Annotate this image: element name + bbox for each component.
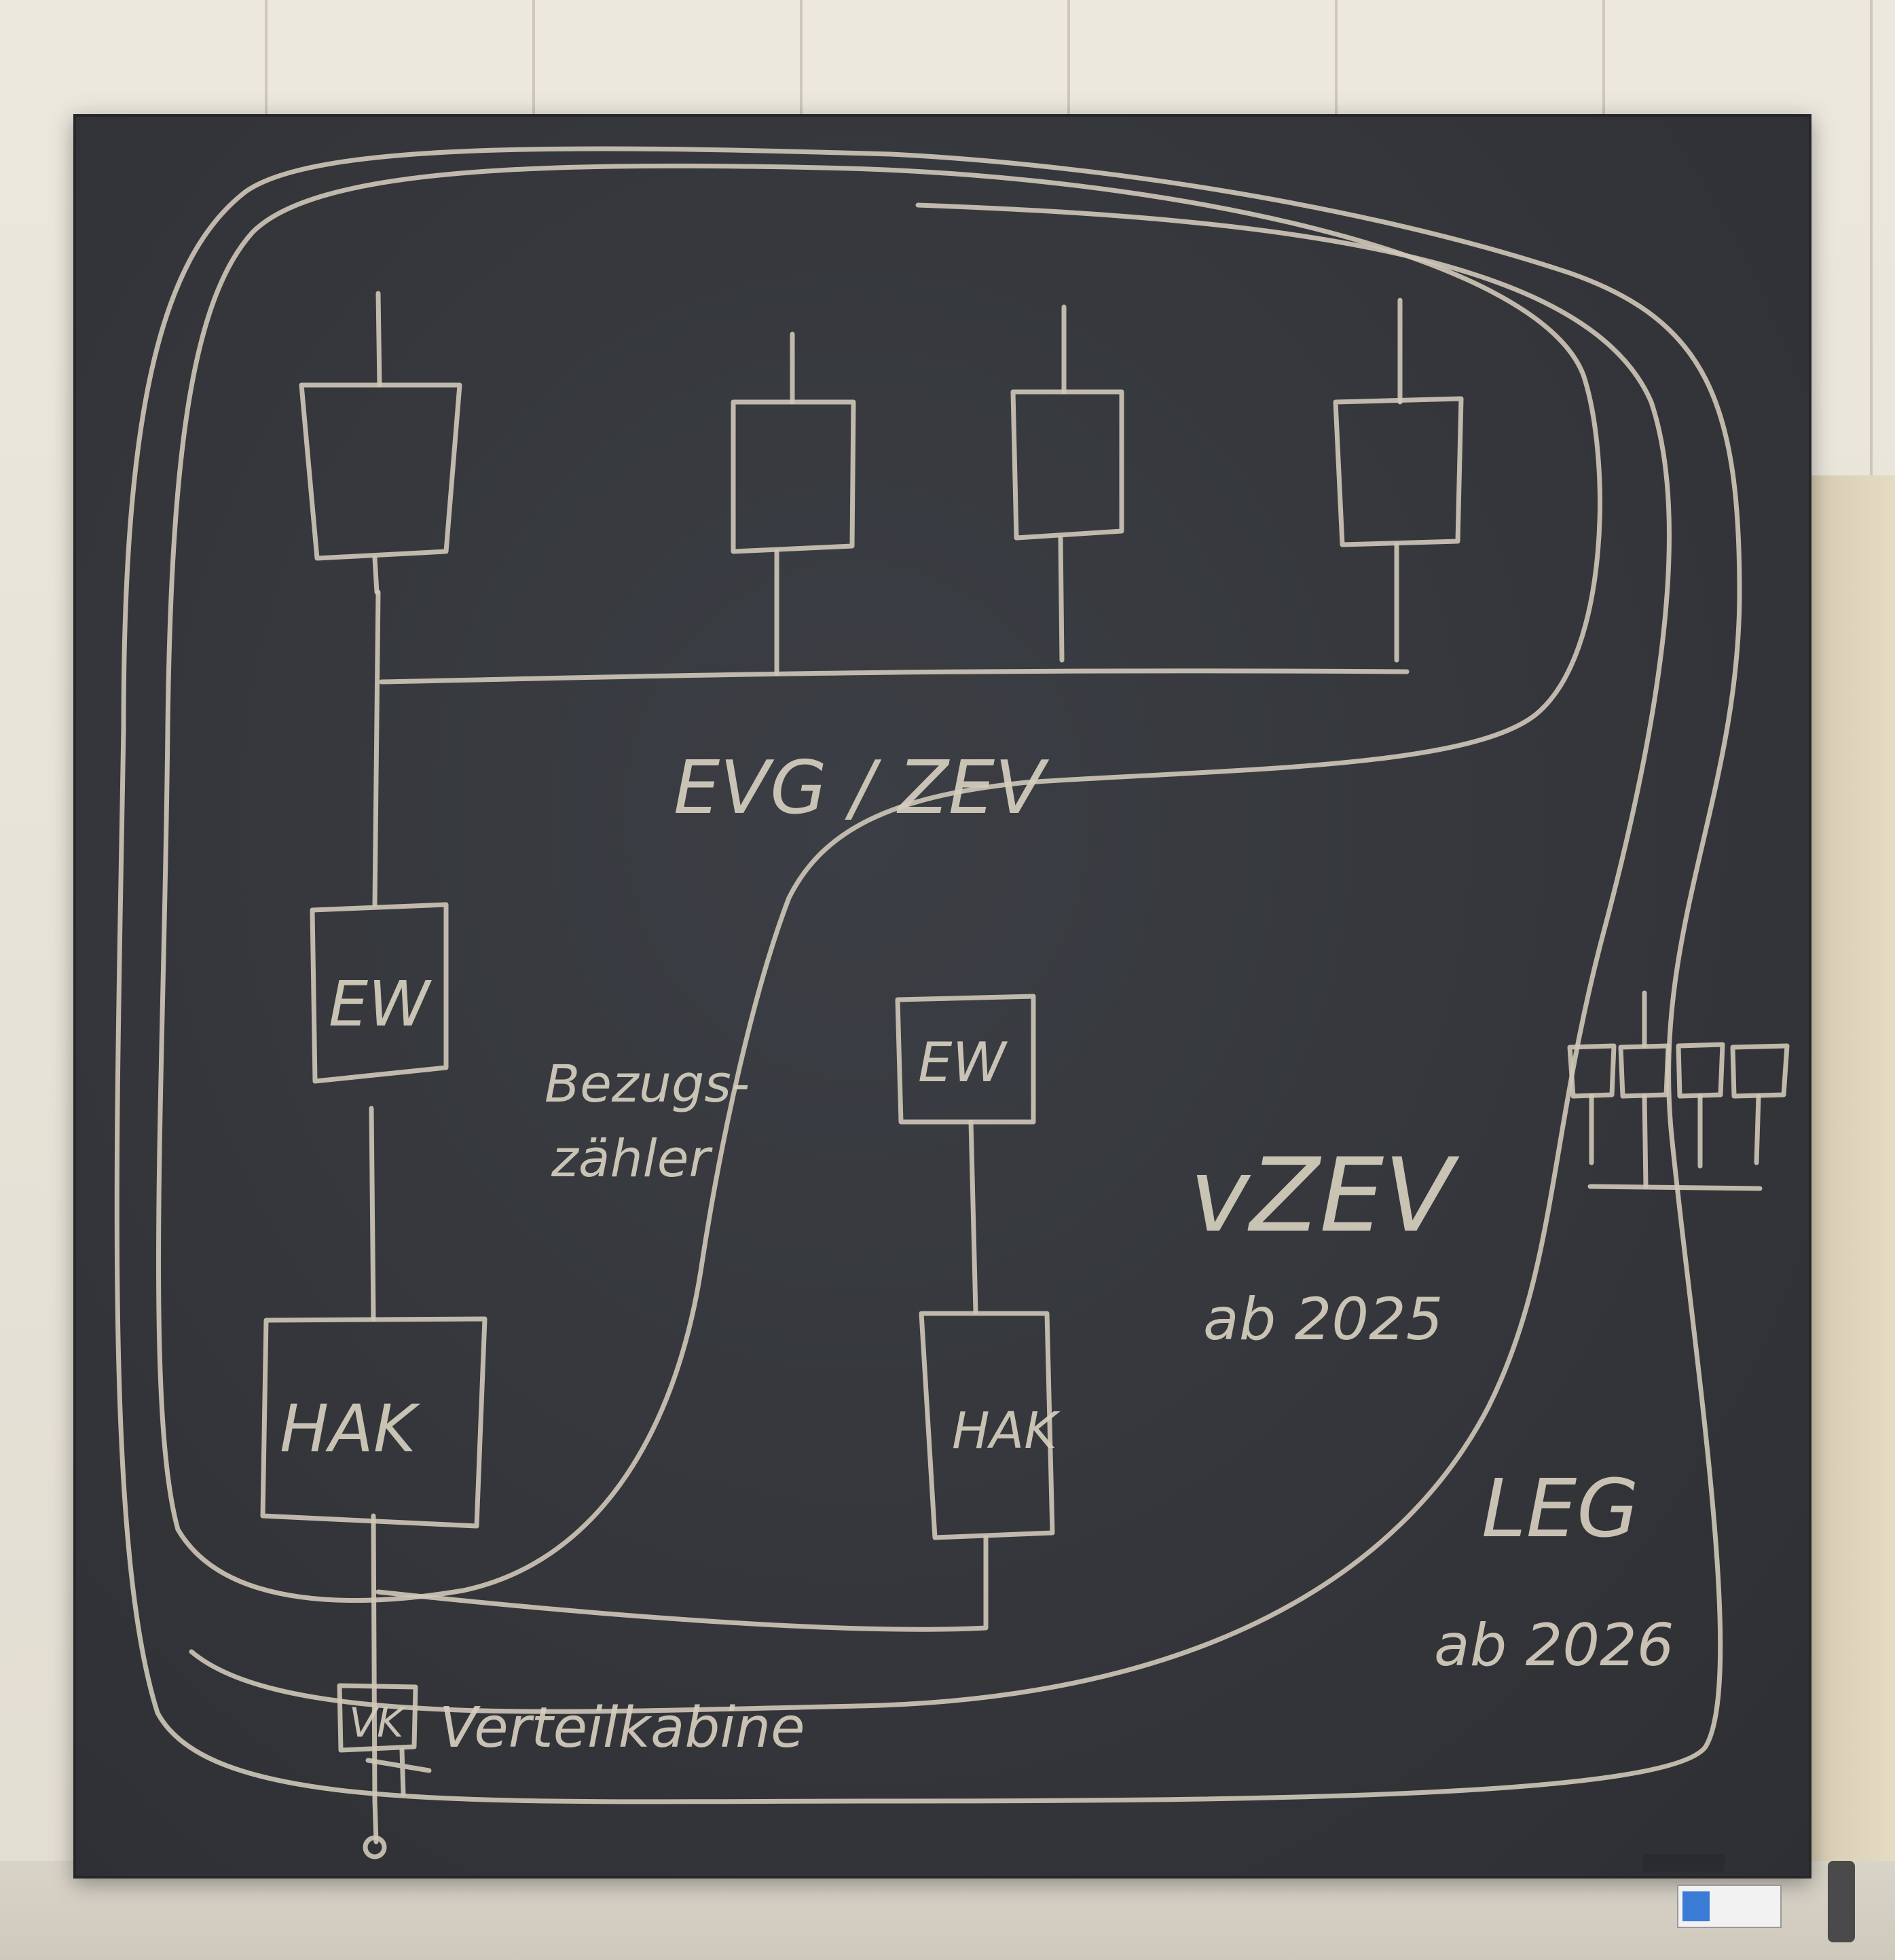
small-meter-2: [1618, 1043, 1671, 1099]
label-vzev: vZEV: [1190, 1137, 1460, 1255]
label-verteilkabine: Verteilkabine: [439, 1696, 805, 1760]
door-handle: [1828, 1861, 1855, 1942]
vzev-boundary: [189, 202, 1672, 1714]
label-bezugszaehler-line1: Bezugs-: [545, 1053, 750, 1114]
ground-symbol: [363, 1835, 387, 1859]
door-frame: [1801, 475, 1895, 1960]
meter-box-3: [1010, 389, 1124, 541]
sticker-logo: [1682, 1891, 1710, 1921]
evg-zev-boundary: [156, 163, 1602, 1603]
hak-connection-line: [375, 1535, 989, 1632]
label-vzev-since: ab 2025: [1203, 1286, 1443, 1354]
meter-box-ew-left: [310, 902, 449, 1084]
meter-box-4: [1333, 396, 1464, 547]
hak-box-left: [260, 1316, 487, 1529]
small-meter-stubs: [1589, 990, 1761, 1189]
vk-cross: [365, 1747, 432, 1797]
small-meter-3: [1676, 1042, 1725, 1099]
chalkboard: EVG / ZEV EW EW HAK HAK Bezugs- zähler V…: [73, 114, 1811, 1879]
evg-bus-line: [379, 668, 1410, 685]
meter-box-1: [299, 382, 462, 561]
label-vk: VK: [349, 1699, 407, 1747]
meter-2-stub: [774, 331, 795, 676]
small-meter-4: [1730, 1043, 1790, 1099]
leg-boundary: [114, 146, 1742, 1804]
meter-box-2: [731, 399, 856, 554]
label-ew-right: EW: [918, 1031, 1008, 1094]
label-hak-right: HAK: [952, 1402, 1061, 1460]
label-bezugszaehler-line2: zähler: [551, 1128, 714, 1188]
label-ew-left: EW: [329, 968, 432, 1040]
small-meter-bus: [1587, 1184, 1763, 1191]
hak-box-right: [919, 1311, 1055, 1540]
label-evg-zev: EVG / ZEV: [674, 746, 1050, 831]
label-leg-since: ab 2026: [1434, 1612, 1674, 1680]
meter-3-stub: [1058, 304, 1067, 663]
meter-1-stub: [372, 291, 382, 595]
small-meter-1: [1567, 1043, 1617, 1099]
label-leg: LEG: [1482, 1462, 1639, 1555]
vk-box: [337, 1683, 418, 1753]
meter-box-ew-right: [895, 994, 1036, 1125]
left-trunk-line: [369, 589, 381, 1845]
chalk-tray: [1643, 1854, 1725, 1872]
meter-4-stub: [1394, 297, 1403, 663]
wall-sticker: [1677, 1885, 1782, 1928]
ew-right-stub: [968, 1119, 978, 1315]
label-hak-left: HAK: [280, 1391, 421, 1467]
chalk-diagram: EVG / ZEV EW EW HAK HAK Bezugs- zähler V…: [114, 146, 1790, 1859]
